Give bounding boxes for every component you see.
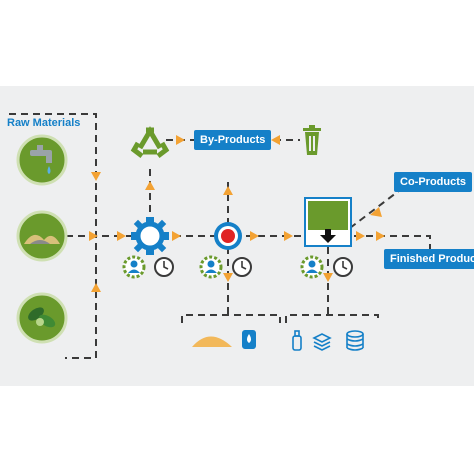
arrow-right-2 [117, 231, 126, 241]
water-tap-icon [16, 134, 68, 186]
arrow-right-3 [172, 231, 181, 241]
bottle-icon [292, 330, 302, 351]
arrow-right-7 [376, 231, 385, 241]
clock-icon [232, 257, 252, 277]
blue-gear-process-icon [131, 217, 169, 255]
barrel-icon [242, 330, 256, 349]
sand-pile-icon [16, 210, 68, 262]
powder-pile-icon [192, 336, 232, 347]
by-products-label: By-Products [194, 130, 272, 150]
arrow-up-1 [91, 283, 101, 292]
arrow-right-5 [284, 231, 293, 241]
arrow-up-recycle [145, 181, 155, 190]
trash-bin-icon [303, 125, 321, 155]
main-process-line [66, 235, 431, 250]
flow-arrows [89, 135, 385, 292]
stacked-discs-icon [346, 330, 364, 351]
worker-gear-icon [300, 255, 324, 279]
clock-icon [333, 257, 353, 277]
arrow-right-4 [250, 231, 259, 241]
arrow-right-1 [89, 231, 98, 241]
green-leaves-icon [16, 292, 68, 344]
arrow-up-byproducts [223, 186, 233, 195]
packaging-drop-line [285, 247, 379, 323]
worker-gear-icon [199, 255, 223, 279]
stacked-boxes-icon [312, 333, 332, 351]
arrow-left-trash [271, 135, 280, 145]
worker-gear-icon [122, 255, 146, 279]
red-process-icon [214, 222, 242, 250]
coproducts-branch-line [349, 189, 401, 229]
arrow-right-6 [356, 231, 365, 241]
arrow-down-1 [91, 172, 101, 181]
arrow-down-packaging [323, 273, 333, 282]
arrow-right-recycle [176, 135, 185, 145]
raw-materials-label: Raw Materials [7, 117, 81, 129]
co-products-label: Co-Products [394, 172, 472, 192]
recycle-icon [130, 126, 170, 158]
clock-icon [154, 257, 174, 277]
arrow-down-residue [223, 273, 233, 282]
arrow-coproducts [370, 207, 382, 217]
finished-products-label: Finished Products [384, 249, 474, 269]
green-storage-box-icon [304, 197, 352, 247]
residue-drop-line [181, 247, 281, 323]
